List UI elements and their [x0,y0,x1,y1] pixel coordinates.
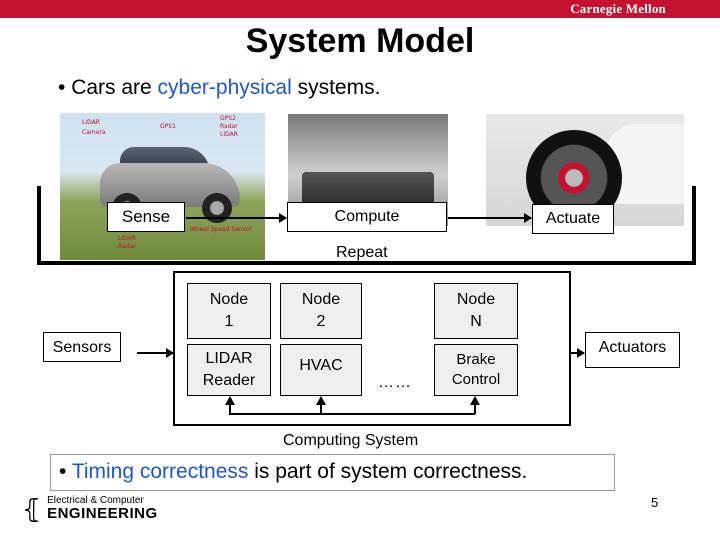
sensor-label: Wheel Speed Sensor [190,226,252,233]
page-number: 5 [651,495,659,510]
compute-to-actuate-arrow [448,213,532,223]
hvac-label: HVAC [299,357,343,374]
university-logo: Carnegie Mellon [570,1,666,16]
bus-riser [229,404,231,414]
ellipsis: …… [378,374,412,391]
bullet2-suffix: is part of system correctness. [248,460,528,483]
actuators-box: Actuators [585,332,680,368]
lidar-reader-node: LIDAR Reader [187,344,271,396]
sensor-label: GPS1 [160,123,176,130]
bus-arrowhead [316,396,326,405]
hvac-node: HVAC [280,344,362,396]
dept-line1: Electrical & Computer [47,495,144,506]
ece-logo-text: Electrical & Computer ENGINEERING [47,495,158,523]
bullet-prefix: Cars are [71,76,158,99]
bullet-highlight: cyber-physical [157,76,292,99]
sensor-label: GPS2 [220,115,236,122]
computing-system-label: Computing System [283,432,419,449]
sensor-label: LIDAR [220,131,238,138]
car-wheel-photo [486,114,684,226]
bullet-timing-correctness: • Timing correctness is part of system c… [50,454,615,491]
ece-emblem-icon: ⦃ [22,493,42,524]
sensors-arrow [137,348,174,358]
node-2-label: Node 2 [301,291,341,330]
repeat-label: Repeat [336,244,388,261]
compute-label: Compute [287,202,447,232]
actuate-label: Actuate [532,204,614,234]
lidar-reader-label: LIDAR Reader [202,350,256,389]
bullet-cyber-physical: • Cars are cyber-physical systems. [58,76,381,99]
sensor-label: Camera [82,129,106,136]
bullet-suffix: systems. [291,76,381,99]
sensors-box: Sensors [43,332,121,362]
dept-line2: ENGINEERING [47,505,158,522]
sense-to-compute-arrow [186,213,287,223]
bus-arrowhead [470,396,480,405]
bus-riser [474,404,476,414]
top-banner: Carnegie Mellon [0,0,720,18]
sensor-label: Radar [220,123,238,130]
actuators-arrow [571,348,585,358]
node-n: Node N [434,283,518,339]
bus-riser [320,404,322,414]
brake-control-label: Brake Control [451,350,501,388]
node-1-label: Node 1 [209,291,249,330]
node-n-label: Node N [456,291,496,330]
suv-sensor-photo: LIDAR Camera GPS1 GPS2 Radar LIDAR LIDAR… [60,113,265,260]
brake-control-node: Brake Control [434,344,518,396]
node-2: Node 2 [280,283,362,339]
sensor-label: Radar [118,243,136,250]
node-1: Node 1 [187,283,271,339]
feedback-loop-frame [37,186,696,265]
bus-line [229,413,475,415]
bus-arrowhead [225,396,235,405]
sensor-label: LIDAR [82,119,100,126]
slide-title: System Model [245,22,475,60]
sense-label: Sense [107,202,185,232]
ece-logo: ⦃ Electrical & Computer ENGINEERING [22,495,158,523]
sensor-label: LIDAR [118,235,136,242]
bullet2-highlight: Timing correctness [71,460,249,483]
